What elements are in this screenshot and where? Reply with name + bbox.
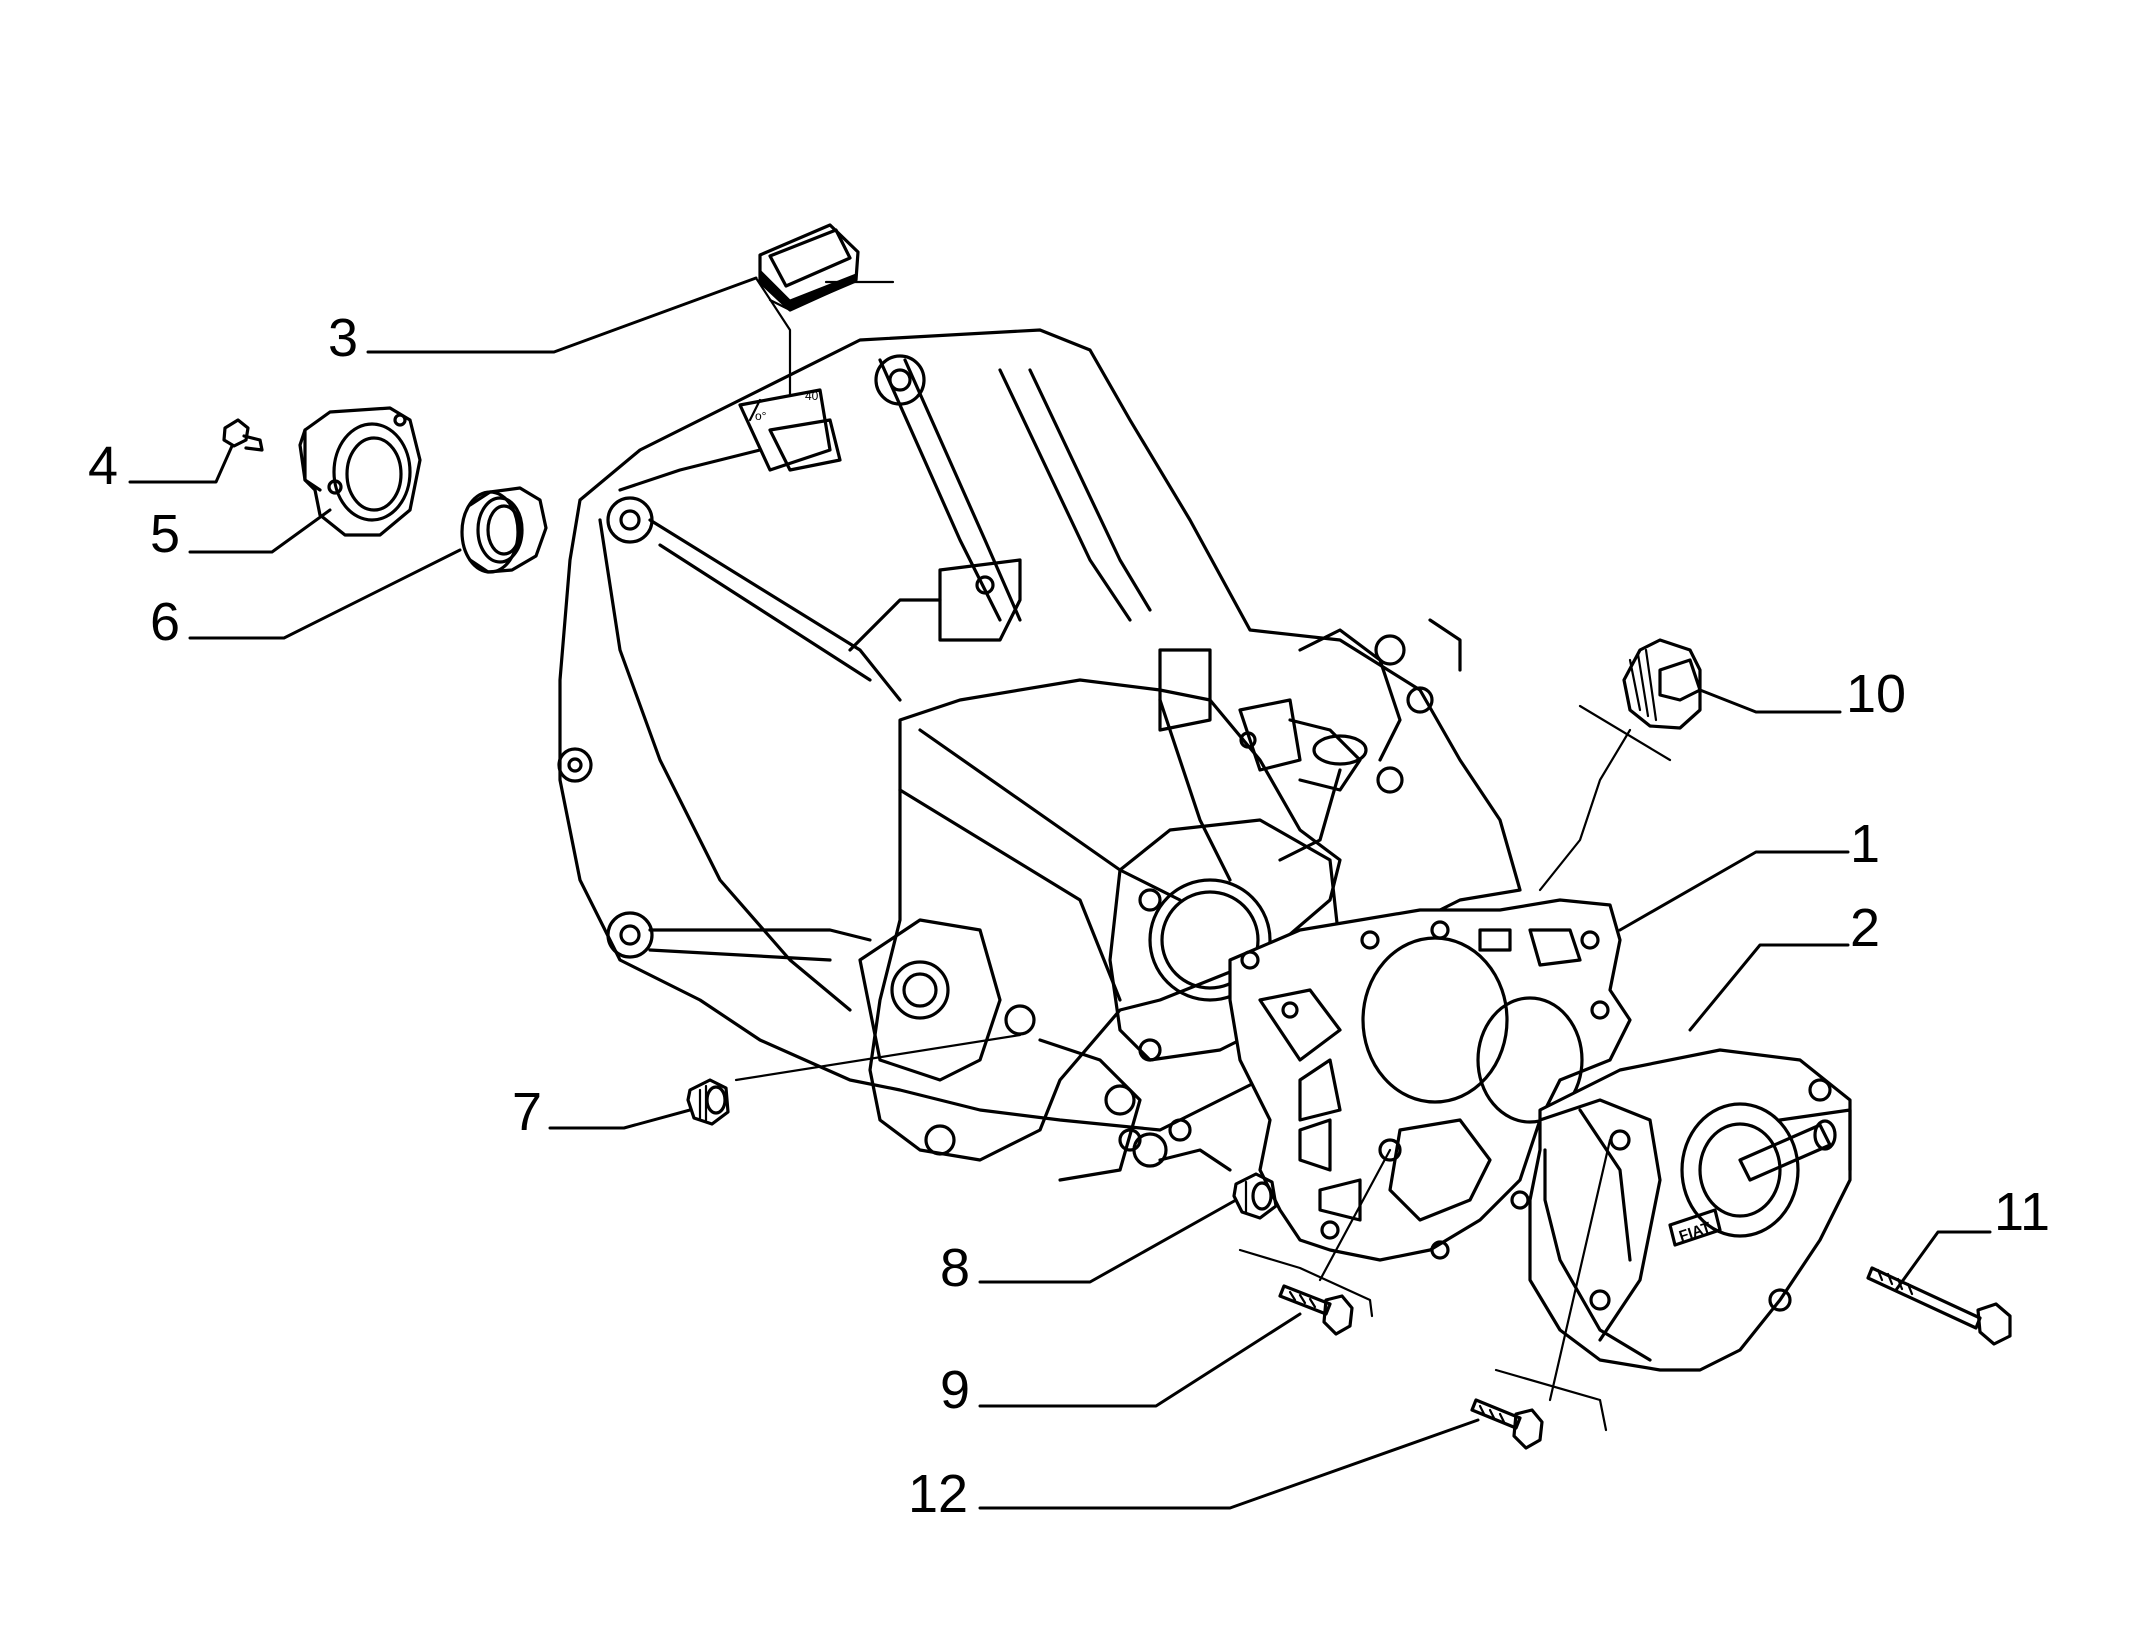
callout-9: 9 [940, 1360, 970, 1420]
leader-9 [978, 1312, 1302, 1408]
part-2-end-cover: FIAT [1528, 1048, 1852, 1372]
leader-10 [1698, 688, 1842, 714]
callout-4: 4 [88, 436, 118, 496]
callout-7: 7 [512, 1082, 542, 1142]
leader-3 [366, 276, 758, 354]
part-10-breather [1622, 638, 1702, 730]
part-7-plug [686, 1078, 730, 1126]
leader-1 [1618, 850, 1850, 932]
part-4-bolt [222, 418, 264, 452]
callout-11: 11 [1994, 1182, 2050, 1242]
callout-3: 3 [328, 308, 358, 368]
callout-12: 12 [908, 1464, 968, 1524]
callout-6: 6 [150, 592, 180, 652]
leader-2 [1688, 943, 1850, 1032]
callout-8: 8 [940, 1238, 970, 1298]
callout-5: 5 [150, 504, 180, 564]
leader-11 [1894, 1230, 1992, 1292]
svg-text:40: 40 [805, 389, 819, 403]
part-8-plug [1232, 1172, 1278, 1220]
leader-lines [128, 276, 1992, 1510]
callout-10: 10 [1846, 664, 1906, 724]
leader-8 [978, 1198, 1238, 1284]
callout-2: 2 [1850, 898, 1880, 958]
part-1-gasket-plate [1228, 898, 1632, 1262]
part-12-bolt [1470, 1398, 1544, 1450]
part-6-oil-seal [460, 486, 548, 574]
leader-5 [188, 508, 332, 554]
callout-labels: 1 2 3 4 5 6 7 8 9 10 11 12 [88, 308, 2050, 1524]
leader-12 [978, 1418, 1480, 1510]
leader-4 [128, 444, 234, 484]
gearbox-housing: o° 40 [557, 328, 1522, 1182]
part-9-bolt [1278, 1284, 1354, 1336]
svg-text:o°: o° [755, 409, 767, 423]
part-3-rubber-cap [758, 223, 860, 312]
part-5-flange [298, 406, 422, 537]
part-11-long-bolt [1866, 1266, 2012, 1346]
leader-7 [548, 1108, 692, 1130]
leader-6 [188, 548, 462, 640]
callout-1: 1 [1850, 814, 1880, 874]
